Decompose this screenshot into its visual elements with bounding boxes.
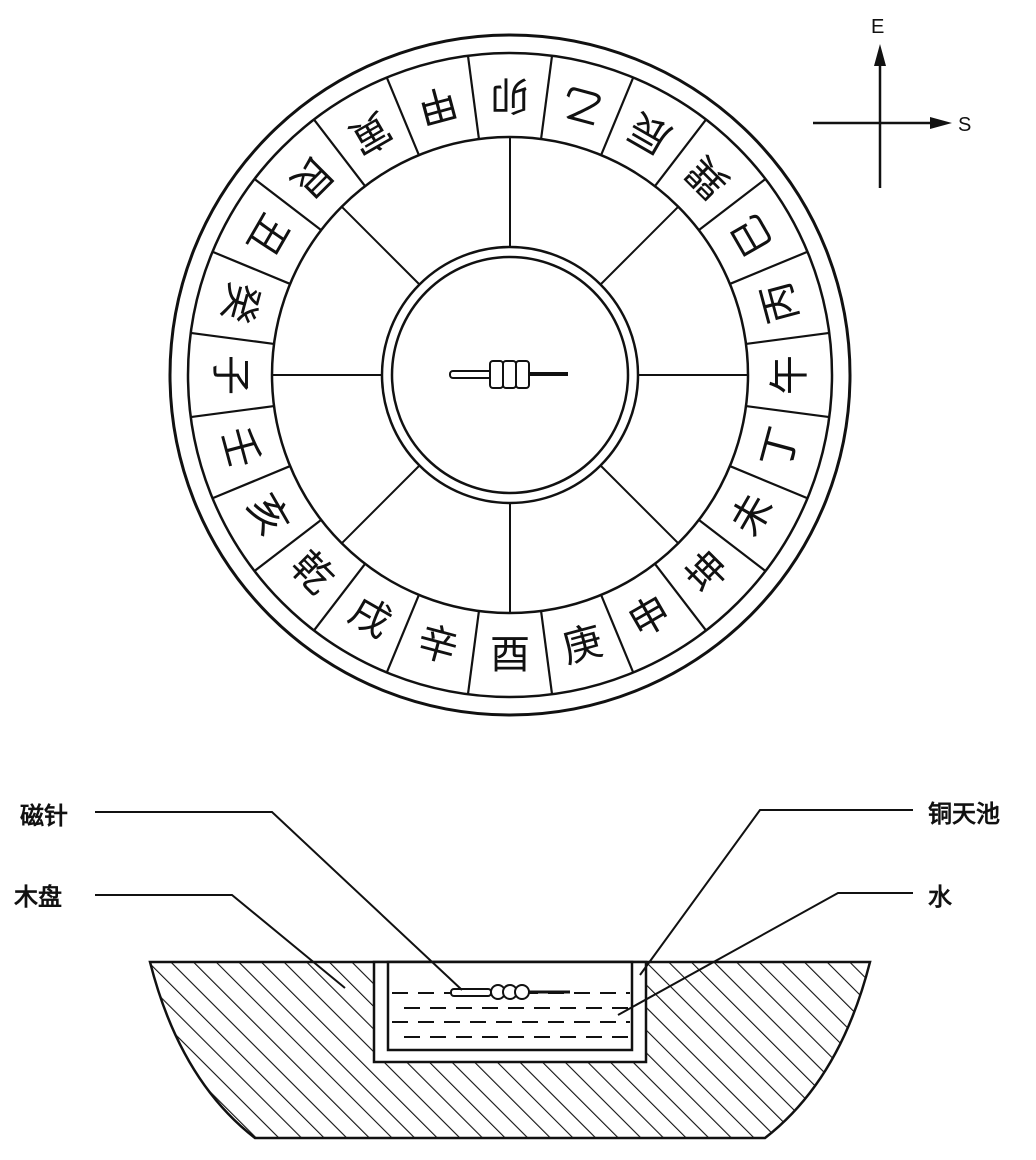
copper-pool-inner [386, 960, 634, 1052]
ring-divider [600, 77, 635, 156]
ring-divider [385, 77, 420, 156]
direction-char: 艮 [282, 147, 343, 208]
ring-divider [600, 594, 635, 673]
compass-plate: 子癸丑艮寅甲卯乙辰巽巳丙午丁未坤申庚酉辛戌乾亥壬 [168, 33, 852, 717]
label-copper-pool: 铜天池 [928, 800, 1000, 828]
needle-side-view [450, 984, 570, 1000]
ring-divider [385, 594, 420, 673]
ring-divider [313, 563, 366, 632]
direction-char: 巳 [723, 206, 783, 264]
pool-rim-inner [390, 255, 630, 495]
direction-char: 巽 [678, 147, 739, 208]
direction-label-e: E [871, 16, 884, 38]
direction-ring-outer [186, 51, 834, 699]
ring-divider [745, 331, 830, 346]
sector-lines [272, 137, 748, 613]
direction-char: 未 [723, 486, 783, 544]
sector-line [599, 206, 679, 286]
orientation-indicator: E S [813, 16, 971, 188]
direction-char: 辛 [412, 618, 463, 673]
ring-divider [313, 118, 366, 187]
arrow-right-icon [930, 117, 952, 129]
ring-divider [212, 465, 291, 500]
direction-char: 丑 [238, 206, 298, 264]
ring-divider [190, 331, 275, 346]
ring-divider [698, 178, 767, 231]
ring-divider [539, 55, 554, 140]
leader-needle [95, 811, 463, 991]
direction-char: 丁 [753, 422, 808, 473]
sector-line [599, 464, 679, 544]
ring-divider [729, 465, 808, 500]
label-wooden-plate: 木盘 [13, 883, 62, 911]
ring-divider [654, 118, 707, 187]
ring-divider [745, 404, 830, 419]
ring-dividers [190, 55, 830, 695]
direction-char: 乾 [282, 543, 343, 604]
direction-char: 癸 [212, 277, 267, 328]
leader-water [617, 892, 913, 1016]
direction-char: 子 [207, 355, 253, 395]
direction-char: 丙 [753, 277, 808, 328]
sector-line [341, 206, 421, 286]
direction-char: 壬 [212, 422, 267, 473]
direction-char: 甲 [412, 77, 463, 132]
direction-char: 卯 [490, 72, 530, 118]
leader-wooden-plate [95, 894, 346, 989]
direction-char: 辰 [621, 103, 679, 163]
outer-rim [168, 33, 852, 717]
ring-divider [253, 519, 322, 572]
direction-char: 庚 [557, 618, 608, 673]
ring-divider [212, 250, 291, 285]
ring-divider [654, 563, 707, 632]
direction-char: 午 [767, 355, 813, 395]
ring-divider [253, 178, 322, 231]
direction-char: 酉 [490, 632, 530, 678]
direction-char: 申 [621, 588, 679, 648]
ring-divider [466, 610, 481, 695]
cross-section: 磁针 木盘 铜天池 水 [13, 800, 1000, 1140]
ring-divider [190, 404, 275, 419]
ring-divider [539, 610, 554, 695]
direction-char: 戌 [341, 588, 399, 648]
direction-char: 亥 [238, 486, 298, 544]
arrow-up-icon [874, 44, 886, 66]
direction-char: 寅 [341, 103, 399, 163]
needle-top-view [449, 360, 568, 389]
direction-label-s: S [958, 114, 971, 136]
ring-divider [466, 55, 481, 140]
label-water: 水 [928, 883, 953, 911]
sector-line [341, 464, 421, 544]
leader-copper-pool [639, 809, 913, 976]
ring-divider [698, 519, 767, 572]
direction-char: 乙 [557, 77, 608, 132]
direction-char: 坤 [678, 543, 739, 604]
ring-divider [729, 250, 808, 285]
label-needle: 磁针 [20, 802, 68, 830]
